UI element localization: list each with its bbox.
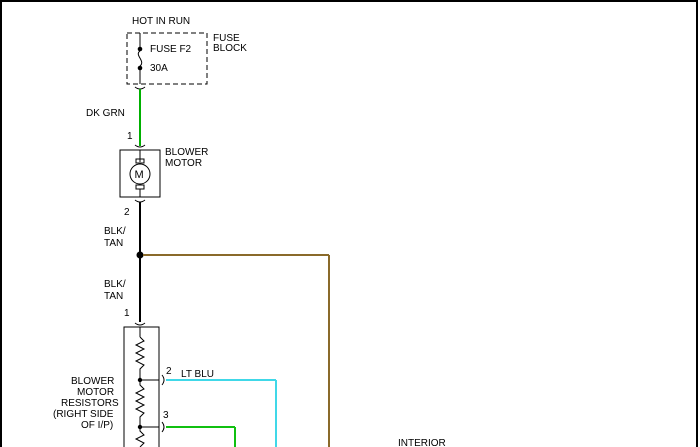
- fuse-block-box: [126, 32, 208, 85]
- wire-lt-blu-label: LT BLU: [181, 369, 214, 380]
- fuse-block-label-1: FUSE: [213, 33, 240, 44]
- motor-symbol-label: M: [135, 169, 144, 181]
- interior-label: INTERIOR: [398, 438, 446, 447]
- blower-motor-pin-2: 2: [124, 207, 130, 218]
- resistor-label-3: RESISTORS: [61, 398, 119, 409]
- connector-motor-out: [134, 199, 146, 203]
- resistor-1-icon: [134, 336, 146, 380]
- motor-brush-bottom: [135, 184, 145, 190]
- blower-motor-label-2: MOTOR: [165, 158, 202, 169]
- splice-node: [136, 251, 144, 259]
- connector-pin-3: [161, 421, 165, 433]
- connector-fuse-out: [134, 86, 146, 90]
- hot-in-run-label: HOT IN RUN: [132, 16, 190, 27]
- resistor-2-icon: [134, 380, 146, 427]
- wire-blk-tan-1-label-1: BLK/: [104, 226, 126, 237]
- blower-motor-label-1: BLOWER: [165, 147, 208, 158]
- resistor-pin-2: 2: [166, 366, 172, 377]
- motor-icon: [129, 163, 151, 185]
- wire-blk-tan-2-label-1: BLK/: [104, 279, 126, 290]
- fuse-terminal-bottom: [137, 65, 143, 71]
- blower-motor-pin-1: 1: [127, 131, 133, 142]
- motor-brush-top: [135, 158, 145, 164]
- fuse-rating-label: 30A: [150, 63, 168, 74]
- connector-motor-in: [134, 144, 146, 148]
- fuse-block-label-2: BLOCK: [213, 43, 247, 54]
- resistor-block-box: [123, 326, 160, 447]
- fuse-terminal-top: [137, 46, 143, 52]
- wire-dk-grn-label: DK GRN: [86, 108, 125, 119]
- resistor-3-icon: [134, 427, 145, 447]
- connector-pin-2: [161, 374, 165, 386]
- fuse-name-label: FUSE F2: [150, 44, 192, 55]
- wire-blk-tan-2-label-2: TAN: [104, 291, 123, 302]
- fuse-element-icon: [137, 50, 143, 67]
- connector-resistor-in: [134, 322, 146, 326]
- resistor-label-2: MOTOR: [77, 387, 114, 398]
- wire-blk-tan-1-label-2: TAN: [104, 238, 123, 249]
- resistor-pin-1: 1: [124, 308, 130, 319]
- resistor-pin-3: 3: [163, 410, 169, 421]
- resistor-label-4: (RIGHT SIDE: [53, 409, 114, 420]
- resistor-label-1: BLOWER: [71, 376, 114, 387]
- resistor-label-5: OF I/P): [81, 420, 113, 431]
